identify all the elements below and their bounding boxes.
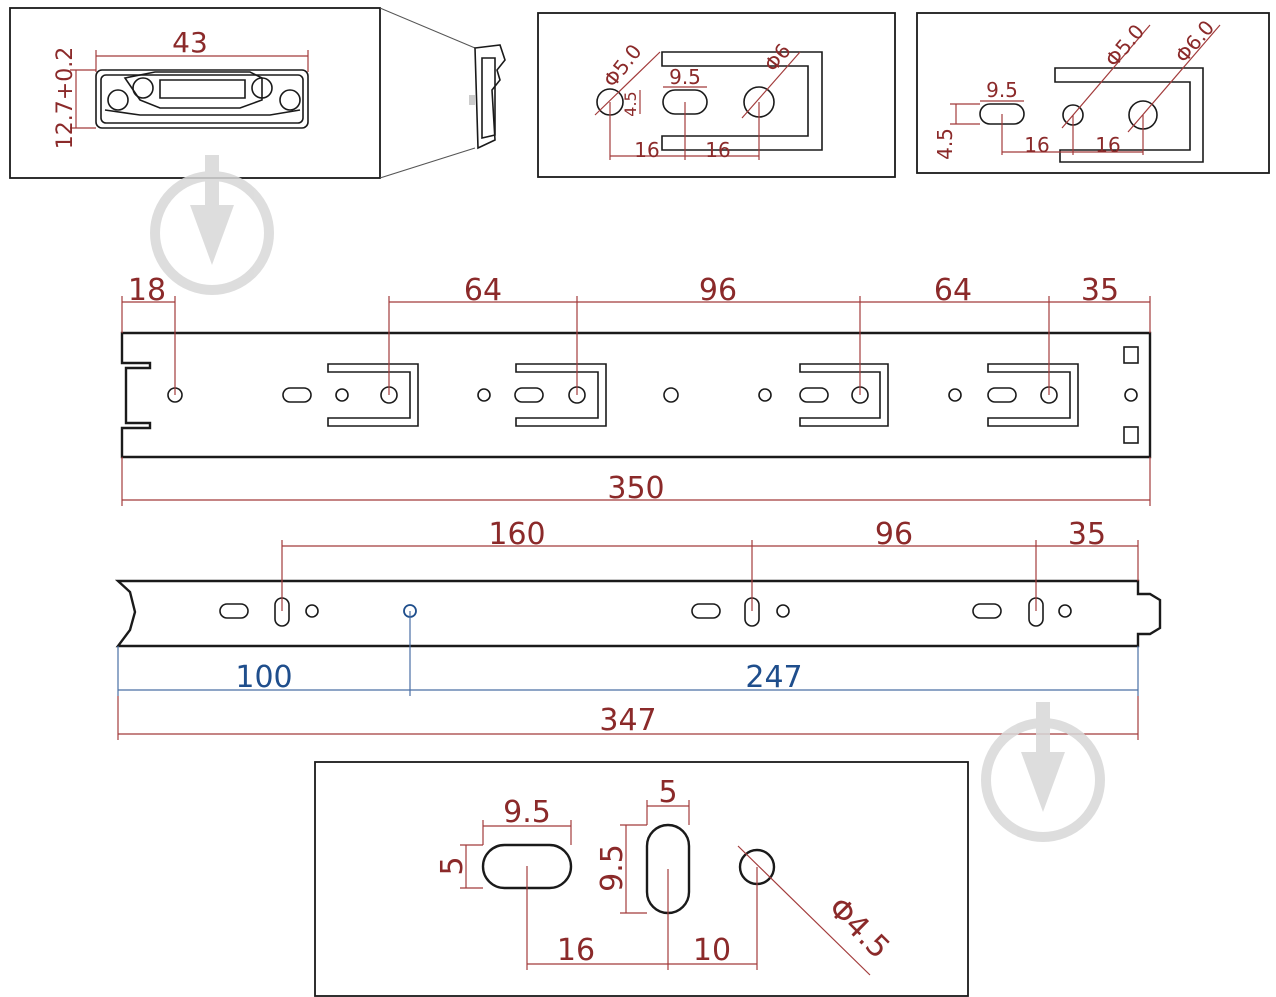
rail-cross-section <box>95 69 309 129</box>
bottom-rail-dim-3: 35 <box>1068 517 1106 552</box>
profile-panel: 43 12.7+0.2 <box>9 7 506 179</box>
top-rail-dim-5: 35 <box>1081 273 1119 308</box>
hole-b-h: 4.5 <box>933 128 957 160</box>
hole-a-h: 4.5 <box>621 91 640 116</box>
hole-b-slot: 9.5 <box>986 78 1018 102</box>
bottom-rail-blue-right: 247 <box>745 660 802 695</box>
rail-slot-unit <box>758 363 889 427</box>
side-profile <box>469 44 506 150</box>
top-rail: 18 64 96 64 35 350 <box>120 273 1152 506</box>
bottom-rail: 160 96 35 100 247 347 <box>114 517 1162 740</box>
hole-b-s1: 16 <box>1024 133 1049 157</box>
hole-a-s1: 16 <box>634 138 659 162</box>
profile-width-label: 43 <box>172 26 208 59</box>
profile-frame <box>9 7 381 179</box>
top-rail-total: 350 <box>607 471 664 506</box>
hole-c-vslot-width: 5 <box>658 775 677 810</box>
hole-detail-a: Φ5.0 Φ6 9.5 4.5 16 16 <box>537 12 896 178</box>
bottom-rail-dim-1: 160 <box>488 517 545 552</box>
hole-c-vslot-height: 9.5 <box>595 844 630 892</box>
hole-c-spacing-1: 16 <box>557 933 595 968</box>
hole-a-slot: 9.5 <box>669 65 701 89</box>
hole-c-slot-height: 5 <box>435 856 470 875</box>
top-rail-dim-4: 64 <box>934 273 972 308</box>
bottom-rail-total: 347 <box>599 703 656 738</box>
bottom-rail-dim-2: 96 <box>875 517 913 552</box>
hole-c-frame <box>314 761 969 997</box>
bottom-rail-blue-left: 100 <box>235 660 292 695</box>
top-rail-dim-3: 96 <box>699 273 737 308</box>
profile-height-label: 12.7+0.2 <box>53 47 78 149</box>
hole-c-spacing-2: 10 <box>693 933 731 968</box>
top-rail-dim-1: 18 <box>128 273 166 308</box>
hole-detail-b: Φ5.0 Φ6.0 9.5 4.5 16 16 <box>916 12 1270 174</box>
hole-c-slot-width: 9.5 <box>503 795 551 830</box>
hole-b-s2: 16 <box>1095 133 1120 157</box>
rail-slot-unit <box>282 363 419 427</box>
hole-a-s2: 16 <box>705 138 730 162</box>
hole-b-frame <box>916 12 1270 174</box>
top-rail-dim-2: 64 <box>464 273 502 308</box>
watermark-logo <box>981 702 1105 842</box>
hole-detail-c: 9.5 5 5 9.5 16 10 Φ4.5 <box>314 761 969 997</box>
watermark-logo <box>150 155 274 295</box>
